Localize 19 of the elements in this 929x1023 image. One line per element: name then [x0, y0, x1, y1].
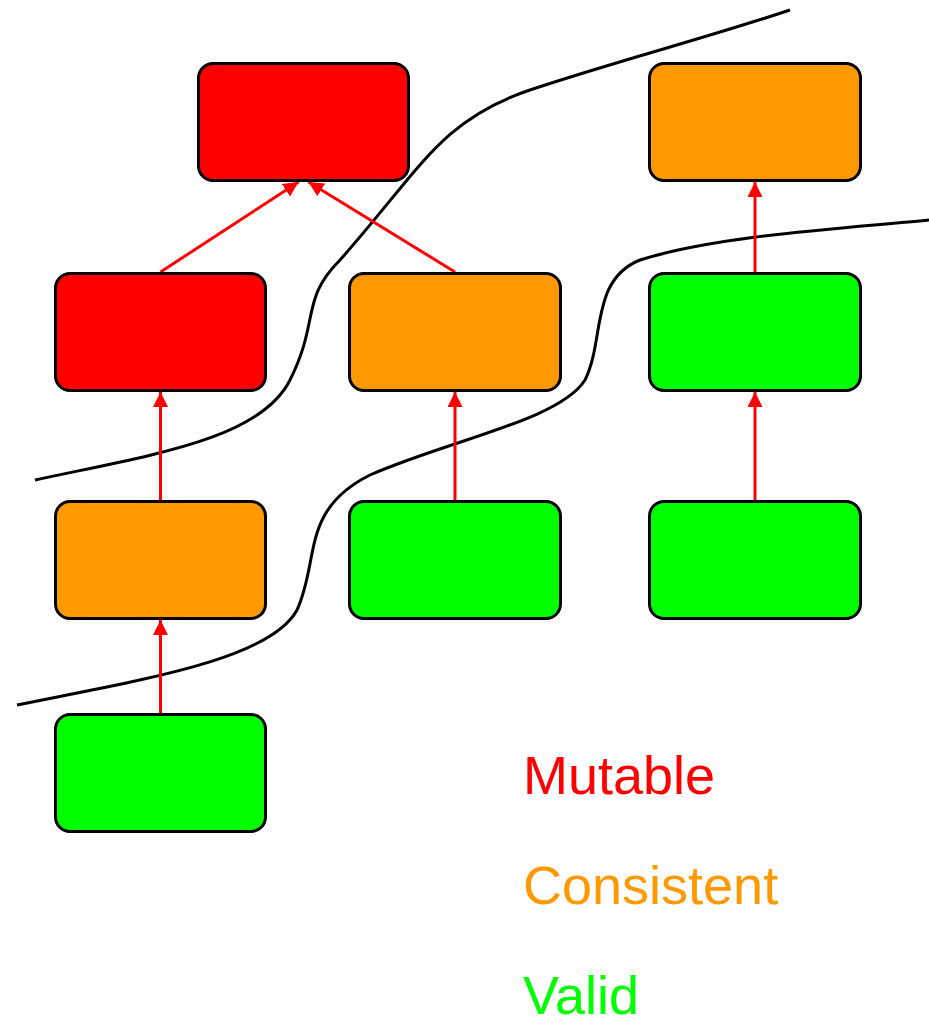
state-box: [648, 62, 862, 182]
state-box: [54, 500, 267, 620]
arrow: [447, 392, 463, 500]
legend-label: Consistent: [523, 858, 779, 912]
arrow: [153, 620, 168, 713]
arrow: [159, 180, 300, 274]
arrow: [747, 182, 763, 272]
state-box: [54, 272, 267, 392]
state-box: [348, 500, 562, 620]
state-box: [348, 272, 562, 392]
arrow: [153, 392, 168, 500]
state-box: [648, 272, 862, 392]
legend-label: Valid: [523, 968, 640, 1022]
state-box: [648, 500, 862, 620]
arrow: [307, 180, 456, 274]
state-box: [54, 713, 267, 833]
state-box: [197, 62, 410, 182]
legend-label: Mutable: [523, 748, 716, 802]
arrow: [747, 392, 763, 500]
